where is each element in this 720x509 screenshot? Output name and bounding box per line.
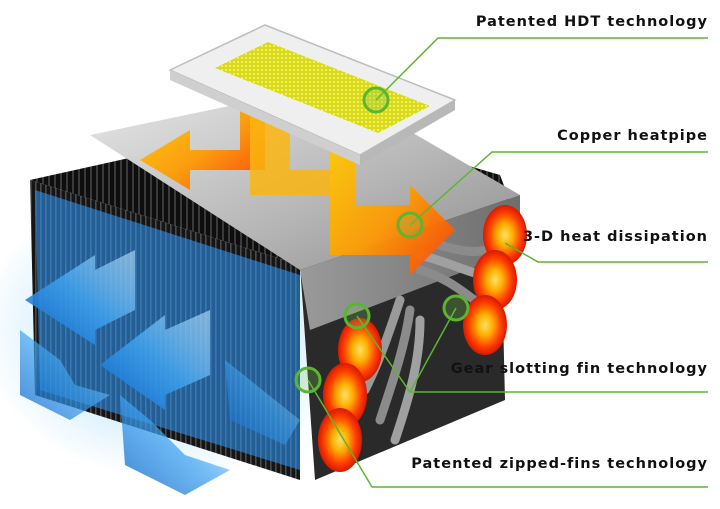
callout-lines [307,37,708,488]
heat-arrow-icon [140,95,455,275]
heatpipe-ends-front [318,318,382,472]
callout-line-2 [504,242,708,263]
callout-label-gear-slotting: Gear slotting fin technology [450,361,708,377]
airflow-arrow-icon [20,250,300,495]
callout-ring-3 [442,294,470,322]
callout-ring-0 [362,86,390,114]
callout-label-zipped-fins: Patented zipped-fins technology [411,456,708,472]
callout-line-4 [307,379,708,488]
hdt-die-plate [168,24,457,165]
callout-ring-1 [396,211,424,239]
callout-label-heatpipe: Copper heatpipe [557,128,708,144]
callout-label-3d-dissipation: 3-D heat dissipation [522,229,708,245]
callout-line-0 [375,37,708,101]
callout-line-1 [409,151,708,226]
callout-label-hdt: Patented HDT technology [475,14,708,30]
callout-ring-icon [294,86,470,394]
callout-ring-4 [294,366,322,394]
callout-line-3b [409,307,457,393]
callout-ring-2 [343,302,371,330]
heatpipe-ends-right [463,205,527,355]
